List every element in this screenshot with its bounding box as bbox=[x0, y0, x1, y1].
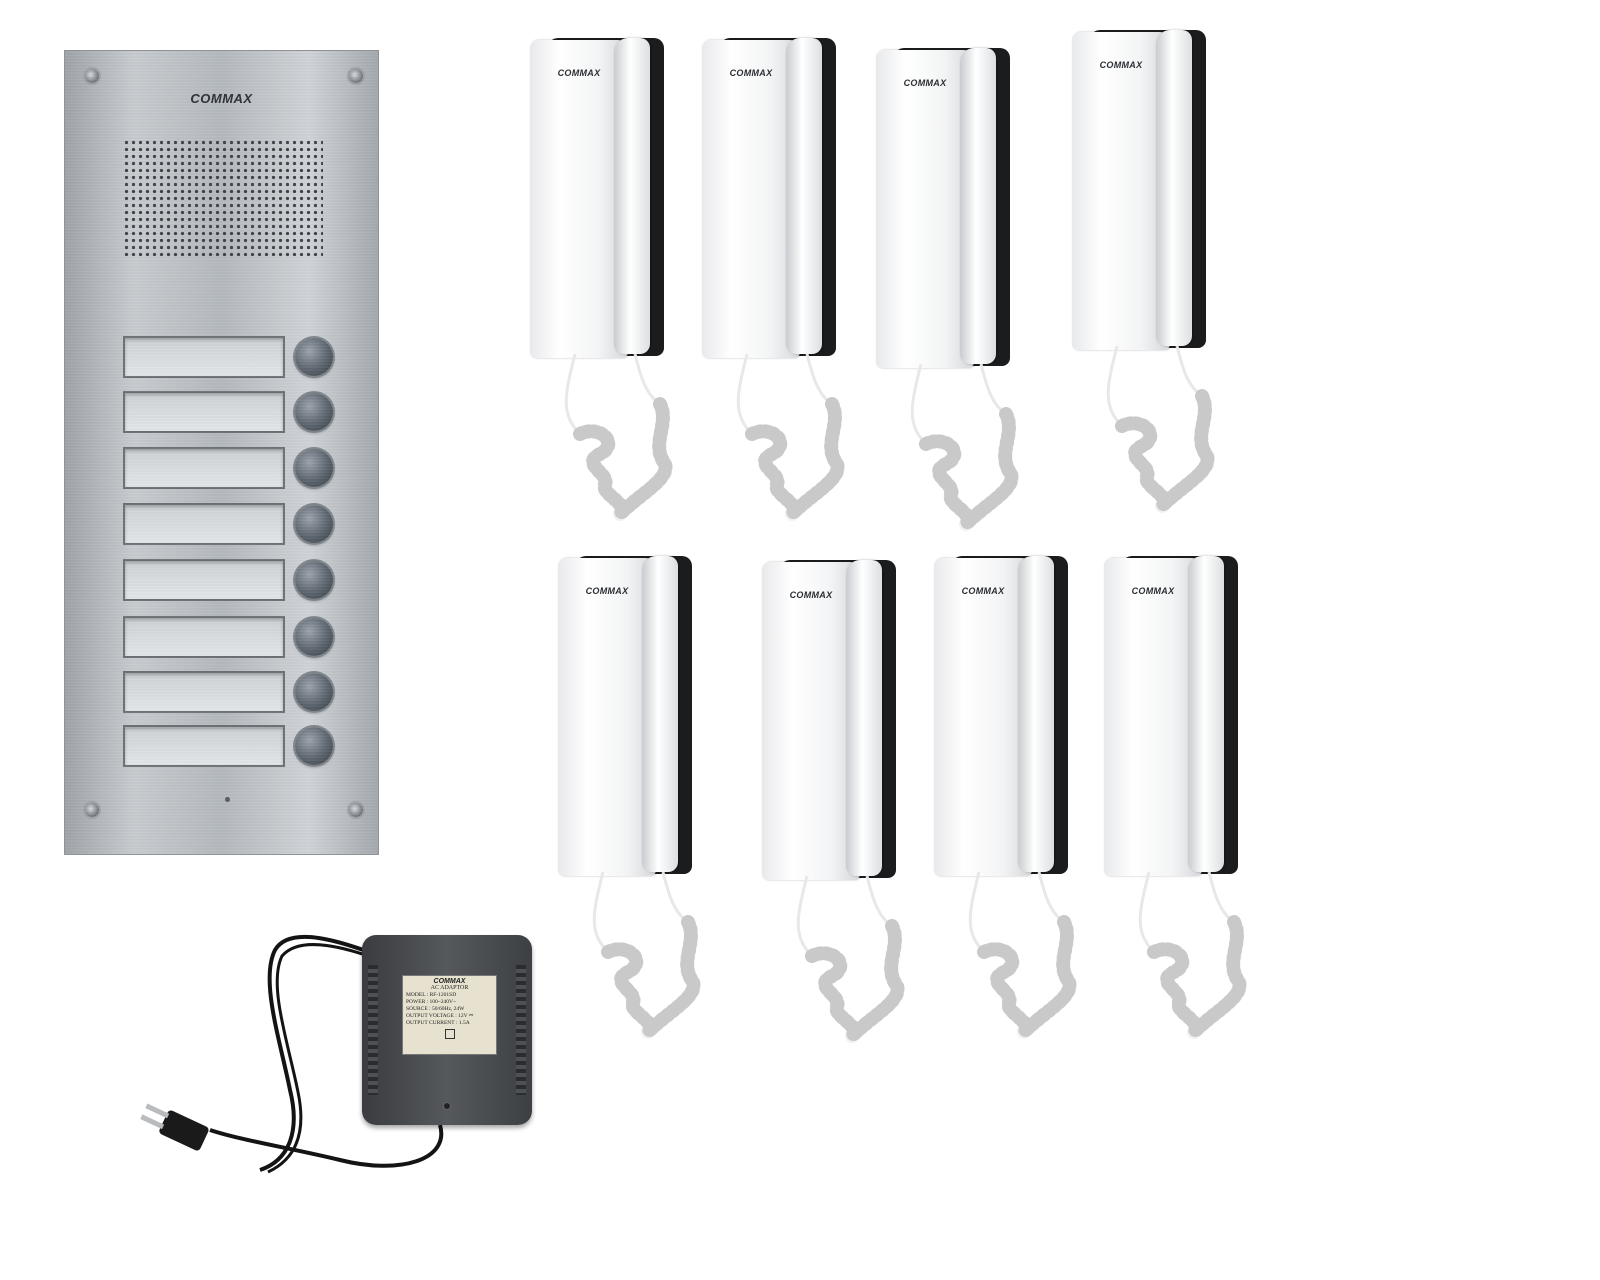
call-row-3 bbox=[123, 447, 393, 491]
coiled-cord-icon bbox=[564, 354, 673, 521]
handset-receiver[interactable] bbox=[786, 38, 822, 354]
coiled-cord-icon bbox=[968, 872, 1077, 1039]
handset-body: COMMAX bbox=[558, 558, 656, 876]
panel-brand-logo: COMMAX bbox=[190, 91, 253, 106]
vent-ribs bbox=[368, 965, 378, 1095]
call-button-7[interactable] bbox=[295, 673, 333, 711]
handset-body: COMMAX bbox=[702, 40, 800, 358]
intercom-handset-5: COMMAX bbox=[558, 556, 728, 1056]
name-plate bbox=[123, 447, 285, 489]
call-button-2[interactable] bbox=[295, 393, 333, 431]
adapter-brand-logo: COMMAX bbox=[433, 978, 466, 985]
screw-icon bbox=[349, 803, 363, 817]
name-plate bbox=[123, 503, 285, 545]
handset-brand-logo: COMMAX bbox=[961, 586, 1005, 596]
power-adapter: COMMAX AC ADAPTOR MODEL : RF-1201SD POWE… bbox=[362, 935, 532, 1125]
adapter-label-line: POWER : 100~240V~ bbox=[406, 999, 456, 1005]
coiled-cord-icon bbox=[910, 364, 1019, 531]
intercom-handset-6: COMMAX bbox=[762, 560, 932, 1060]
intercom-handset-4: COMMAX bbox=[1072, 30, 1242, 530]
handset-body: COMMAX bbox=[530, 40, 628, 358]
handset-receiver[interactable] bbox=[614, 38, 650, 354]
call-button-8[interactable] bbox=[295, 727, 333, 765]
intercom-handset-8: COMMAX bbox=[1104, 556, 1274, 1056]
screw-icon bbox=[85, 69, 99, 83]
call-row-8 bbox=[123, 725, 393, 769]
handset-receiver[interactable] bbox=[846, 560, 882, 876]
adapter-label-title: AC ADAPTOR bbox=[430, 985, 469, 991]
handset-brand-logo: COMMAX bbox=[729, 68, 773, 78]
call-row-6 bbox=[123, 616, 393, 660]
call-row-4 bbox=[123, 503, 393, 547]
coiled-cord-icon bbox=[592, 872, 701, 1039]
microphone-icon bbox=[225, 797, 230, 802]
name-plate bbox=[123, 671, 285, 713]
call-button-4[interactable] bbox=[295, 505, 333, 543]
handset-brand-logo: COMMAX bbox=[1131, 586, 1175, 596]
intercom-handset-7: COMMAX bbox=[934, 556, 1104, 1056]
intercom-handset-1: COMMAX bbox=[530, 38, 700, 538]
handset-brand-logo: COMMAX bbox=[1099, 60, 1143, 70]
handset-body: COMMAX bbox=[1104, 558, 1202, 876]
call-button-5[interactable] bbox=[295, 561, 333, 599]
call-button-1[interactable] bbox=[295, 338, 333, 376]
name-plate bbox=[123, 616, 285, 658]
call-button-6[interactable] bbox=[295, 618, 333, 656]
intercom-handset-2: COMMAX bbox=[702, 38, 872, 538]
vent-ribs bbox=[516, 965, 526, 1095]
handset-receiver[interactable] bbox=[1156, 30, 1192, 346]
double-insulation-icon bbox=[444, 1029, 455, 1039]
screw-icon bbox=[85, 803, 99, 817]
handset-receiver[interactable] bbox=[960, 48, 996, 364]
call-row-7 bbox=[123, 671, 393, 715]
door-station-panel: COMMAX bbox=[64, 50, 379, 855]
power-cord-icon bbox=[140, 935, 444, 1174]
name-plate bbox=[123, 391, 285, 433]
handset-brand-logo: COMMAX bbox=[585, 586, 629, 596]
screw-icon bbox=[349, 69, 363, 83]
coiled-cord-icon bbox=[796, 876, 905, 1043]
power-led-icon bbox=[444, 1103, 450, 1109]
handset-body: COMMAX bbox=[934, 558, 1032, 876]
coiled-cord-icon bbox=[736, 354, 845, 521]
adapter-label-line: SOURCE : 50/60Hz, 24W bbox=[406, 1006, 465, 1012]
intercom-handset-3: COMMAX bbox=[876, 48, 1046, 548]
handset-receiver[interactable] bbox=[1188, 556, 1224, 872]
handset-brand-logo: COMMAX bbox=[903, 78, 947, 88]
handset-body: COMMAX bbox=[1072, 32, 1170, 350]
adapter-label-line: OUTPUT CURRENT : 1.5A bbox=[406, 1020, 470, 1026]
handset-body: COMMAX bbox=[876, 50, 974, 368]
handset-brand-logo: COMMAX bbox=[557, 68, 601, 78]
handset-receiver[interactable] bbox=[642, 556, 678, 872]
name-plate bbox=[123, 336, 285, 378]
handset-brand-logo: COMMAX bbox=[789, 590, 833, 600]
handset-body: COMMAX bbox=[762, 562, 860, 880]
speaker-grille bbox=[123, 139, 323, 259]
adapter-label-line: MODEL : RF-1201SD bbox=[406, 992, 457, 998]
name-plate bbox=[123, 725, 285, 767]
call-row-1 bbox=[123, 336, 393, 380]
handset-receiver[interactable] bbox=[1018, 556, 1054, 872]
adapter-label: COMMAX AC ADAPTOR MODEL : RF-1201SD POWE… bbox=[402, 975, 497, 1055]
name-plate bbox=[123, 559, 285, 601]
call-button-3[interactable] bbox=[295, 449, 333, 487]
call-row-5 bbox=[123, 559, 393, 603]
coiled-cord-icon bbox=[1106, 346, 1215, 513]
call-row-2 bbox=[123, 391, 393, 435]
coiled-cord-icon bbox=[1138, 872, 1247, 1039]
adapter-label-line: OUTPUT VOLTAGE : 12V ⎓ bbox=[406, 1013, 474, 1019]
